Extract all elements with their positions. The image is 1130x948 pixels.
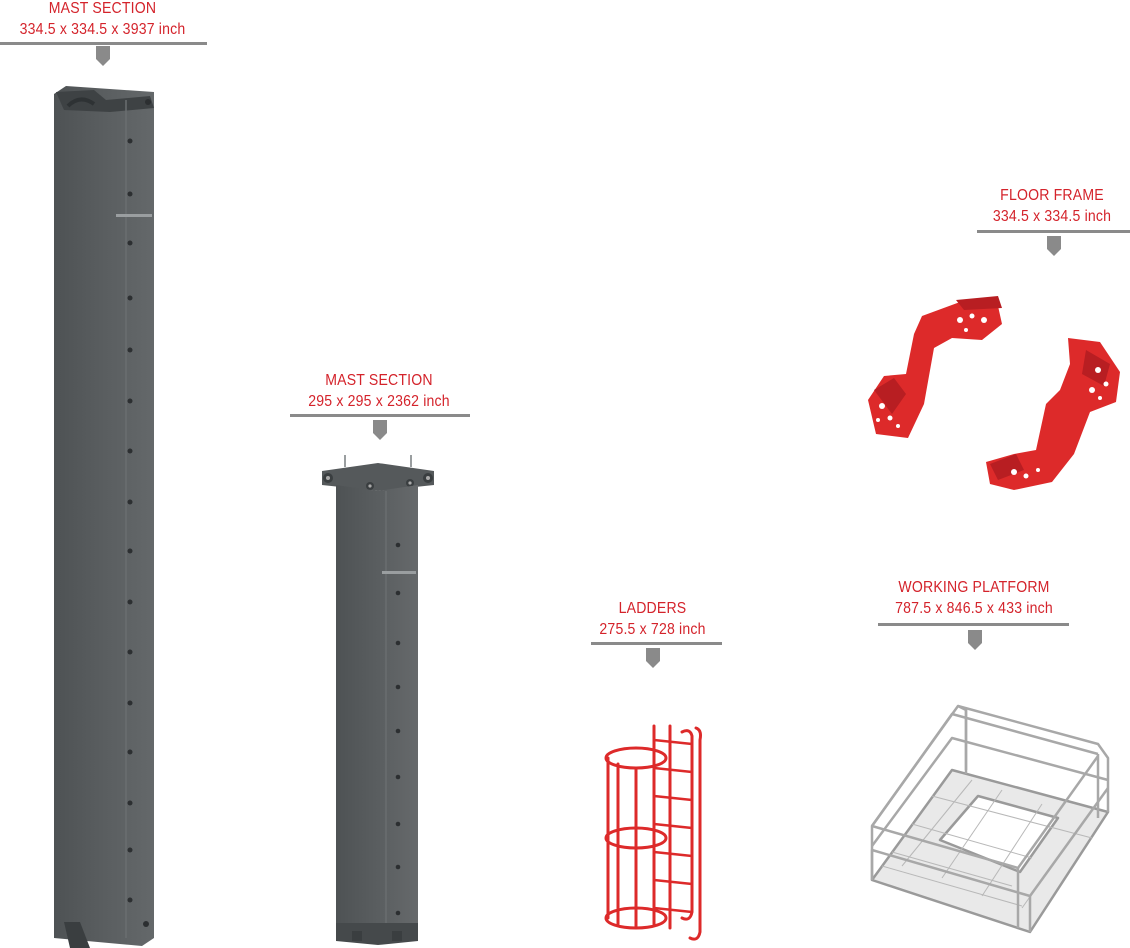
mast-section-icon — [54, 86, 154, 948]
item-dimensions: 275.5 x 728 inch — [599, 621, 706, 638]
pointer-arrow-icon — [968, 630, 982, 650]
floor-frame-icon — [868, 296, 1120, 490]
label-rule — [977, 230, 1130, 233]
working-platform-icon — [870, 704, 1110, 934]
working-platform-label: WORKING PLATFORM 787.5 x 846.5 x 433 inc… — [867, 577, 1082, 619]
item-dimensions: 334.5 x 334.5 inch — [992, 208, 1112, 225]
label-rule — [290, 414, 470, 417]
mast-section-large-label: MAST SECTION 334.5 x 334.5 x 3937 inch — [4, 0, 202, 40]
mast-section-icon — [322, 455, 434, 945]
item-title: MAST SECTION — [48, 0, 157, 17]
pointer-arrow-icon — [1047, 236, 1061, 256]
item-dimensions: 334.5 x 334.5 x 3937 inch — [19, 21, 186, 38]
ladder-cage-icon — [604, 724, 702, 941]
item-title: FLOOR FRAME — [1000, 187, 1104, 204]
label-rule — [878, 623, 1069, 626]
item-dimensions: 787.5 x 846.5 x 433 inch — [895, 600, 1053, 617]
pointer-arrow-icon — [373, 420, 387, 440]
label-rule — [0, 42, 207, 45]
item-dimensions: 295 x 295 x 2362 inch — [308, 393, 450, 410]
item-title: MAST SECTION — [325, 372, 433, 389]
item-title: LADDERS — [618, 600, 687, 617]
mast-section-small-label: MAST SECTION 295 x 295 x 2362 inch — [281, 370, 476, 412]
item-title: WORKING PLATFORM — [898, 579, 1050, 596]
ladders-label: LADDERS 275.5 x 728 inch — [576, 598, 730, 640]
label-rule — [591, 642, 722, 645]
pointer-arrow-icon — [646, 648, 660, 668]
floor-frame-label: FLOOR FRAME 334.5 x 334.5 inch — [975, 185, 1130, 227]
pointer-arrow-icon — [96, 46, 110, 66]
